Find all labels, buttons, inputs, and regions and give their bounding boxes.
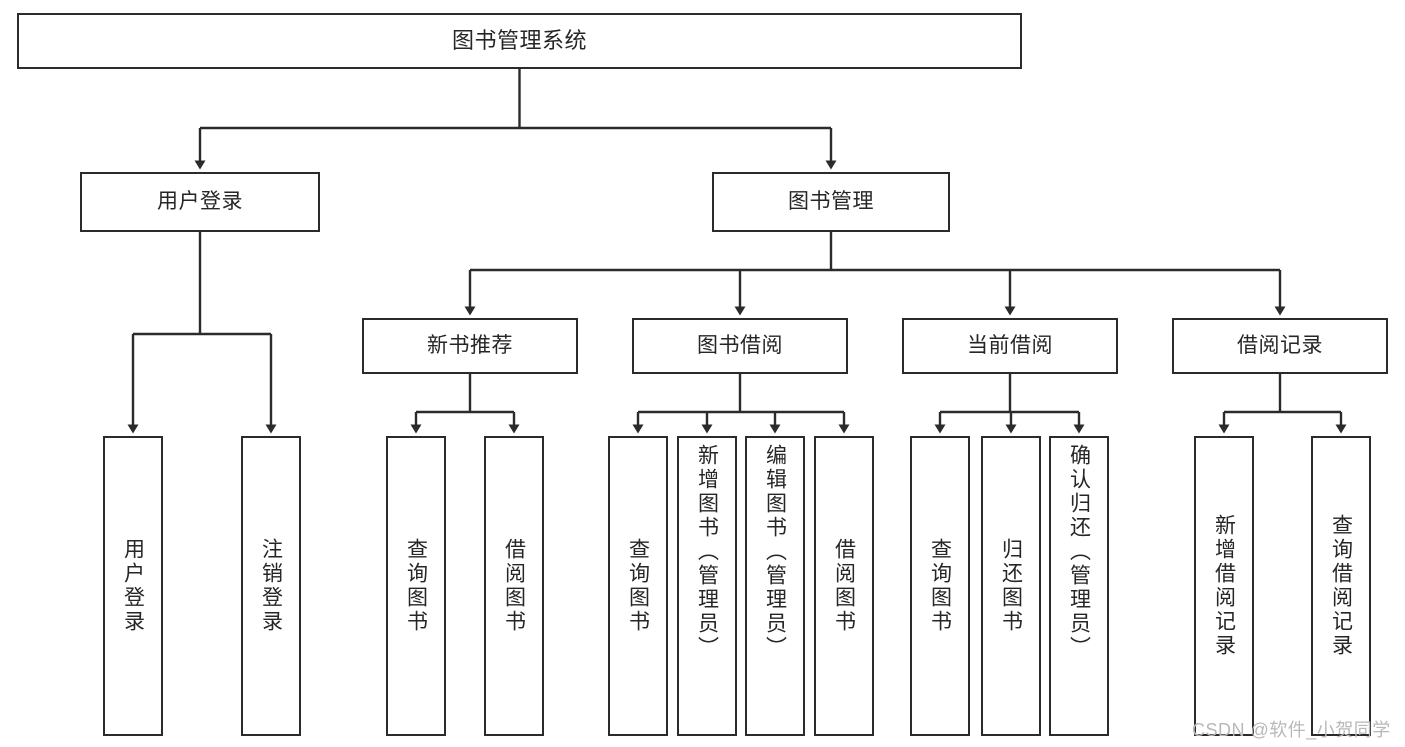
node-leaf-query-record-label: 查询借阅记录 — [1329, 514, 1353, 658]
node-leaf-query-book-3[interactable]: 查询图书 — [910, 436, 970, 736]
node-leaf-add-book[interactable]: 新增图书（管理员） — [677, 436, 737, 736]
node-leaf-borrow-book-1-label: 借阅图书 — [502, 538, 526, 634]
node-leaf-return-book[interactable]: 归还图书 — [981, 436, 1041, 736]
node-current-borrow[interactable]: 当前借阅 — [902, 318, 1118, 374]
node-current-borrow-label: 当前借阅 — [967, 333, 1053, 357]
node-leaf-add-record-label: 新增借阅记录 — [1212, 514, 1236, 658]
node-leaf-logout-label: 注销登录 — [259, 538, 283, 634]
node-borrow-record-label: 借阅记录 — [1237, 333, 1323, 357]
node-borrow-record[interactable]: 借阅记录 — [1172, 318, 1388, 374]
node-leaf-query-book-2[interactable]: 查询图书 — [608, 436, 668, 736]
node-leaf-user-login[interactable]: 用户登录 — [103, 436, 163, 736]
node-leaf-query-book-1-label: 查询图书 — [404, 538, 428, 634]
node-leaf-borrow-book-1[interactable]: 借阅图书 — [484, 436, 544, 736]
node-leaf-borrow-book-2[interactable]: 借阅图书 — [814, 436, 874, 736]
node-leaf-edit-book[interactable]: 编辑图书（管理员） — [745, 436, 805, 736]
node-leaf-query-book-1[interactable]: 查询图书 — [386, 436, 446, 736]
node-book-manage-label: 图书管理 — [788, 189, 874, 213]
node-leaf-edit-book-label: 编辑图书（管理员） — [763, 444, 787, 660]
node-leaf-return-book-label: 归还图书 — [999, 538, 1023, 634]
node-leaf-query-book-3-label: 查询图书 — [928, 538, 952, 634]
node-leaf-borrow-book-2-label: 借阅图书 — [832, 538, 856, 634]
node-leaf-add-book-label: 新增图书（管理员） — [695, 444, 719, 660]
node-leaf-user-login-label: 用户登录 — [121, 538, 145, 634]
node-leaf-query-record[interactable]: 查询借阅记录 — [1311, 436, 1371, 736]
node-book-borrow-label: 图书借阅 — [697, 333, 783, 357]
node-user-login[interactable]: 用户登录 — [80, 172, 320, 232]
node-leaf-confirm-return[interactable]: 确认归还（管理员） — [1049, 436, 1109, 736]
node-root[interactable]: 图书管理系统 — [17, 13, 1022, 69]
node-leaf-add-record[interactable]: 新增借阅记录 — [1194, 436, 1254, 736]
node-leaf-logout[interactable]: 注销登录 — [241, 436, 301, 736]
node-new-book-rec-label: 新书推荐 — [427, 333, 513, 357]
watermark-text: CSDN @软件_小贺同学 — [1192, 720, 1391, 740]
node-root-label: 图书管理系统 — [451, 28, 587, 54]
node-book-borrow[interactable]: 图书借阅 — [632, 318, 848, 374]
node-user-login-label: 用户登录 — [157, 189, 243, 213]
node-book-manage[interactable]: 图书管理 — [712, 172, 950, 232]
node-leaf-query-book-2-label: 查询图书 — [626, 538, 650, 634]
node-new-book-rec[interactable]: 新书推荐 — [362, 318, 578, 374]
node-leaf-confirm-return-label: 确认归还（管理员） — [1067, 444, 1091, 660]
